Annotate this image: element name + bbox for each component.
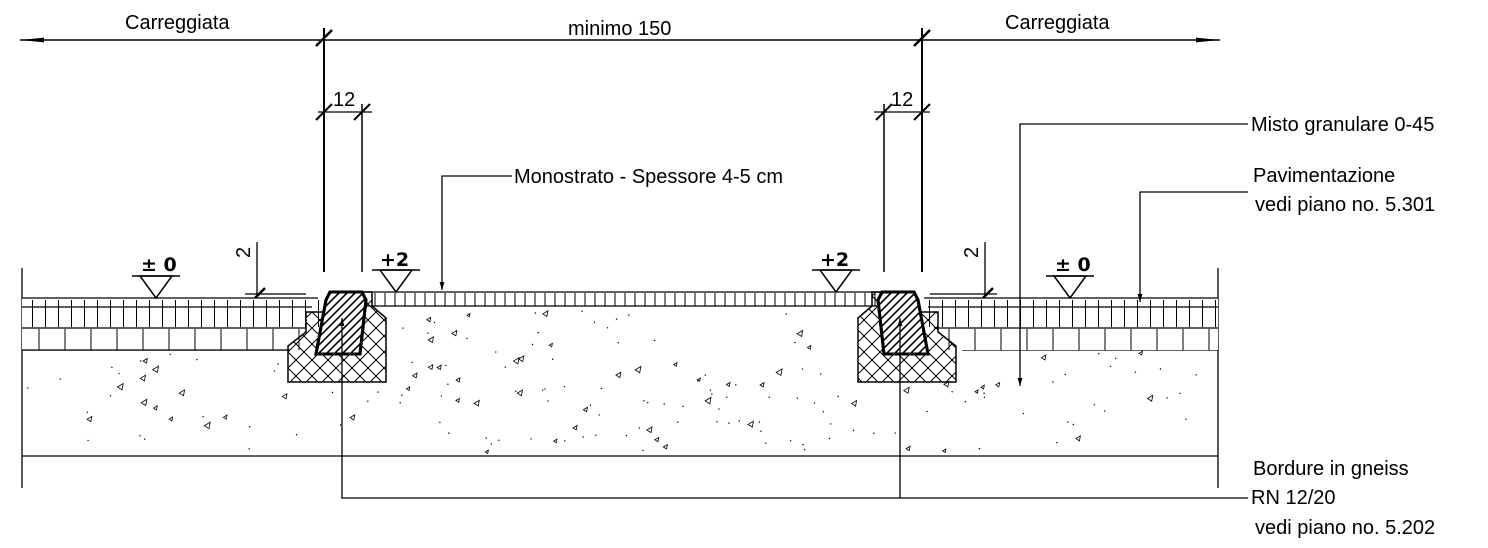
right-median-elevation: +2 xyxy=(820,249,849,271)
right-road-elevation: ± 0 xyxy=(1055,254,1091,276)
monostrato-label: Monostrato - Spessore 4-5 cm xyxy=(514,166,783,188)
center-width-label: minimo 150 xyxy=(568,18,671,40)
right-step-label: 2 xyxy=(961,247,983,258)
misto-granulare-label: Misto granulare 0-45 xyxy=(1251,114,1434,136)
median-surface xyxy=(364,291,884,307)
pavimentazione-label: Pavimentazione xyxy=(1253,165,1395,187)
left-step-label: 2 xyxy=(233,247,255,258)
bordure-type-label: RN 12/20 xyxy=(1251,487,1336,509)
right-curb xyxy=(857,290,957,383)
right-carriageway-label: Carreggiata xyxy=(1005,12,1110,34)
pavimentazione-ref-label: vedi piano no. 5.301 xyxy=(1255,194,1435,216)
right-curb-width-label: 12 xyxy=(891,89,913,111)
bordure-label: Bordure in gneiss xyxy=(1253,458,1409,480)
left-road-elevation: ± 0 xyxy=(141,254,177,276)
left-carriageway-label: Carreggiata xyxy=(125,12,230,34)
gravel-aggregate-dots xyxy=(27,309,1197,455)
left-road-pavement xyxy=(22,297,322,351)
leader-lines xyxy=(339,123,1248,499)
left-median-elevation: +2 xyxy=(380,249,409,271)
right-road-pavement xyxy=(924,297,1218,350)
bordure-ref-label: vedi piano no. 5.202 xyxy=(1255,517,1435,539)
elevation-markers xyxy=(132,269,1094,300)
left-curb-width-label: 12 xyxy=(333,89,355,111)
